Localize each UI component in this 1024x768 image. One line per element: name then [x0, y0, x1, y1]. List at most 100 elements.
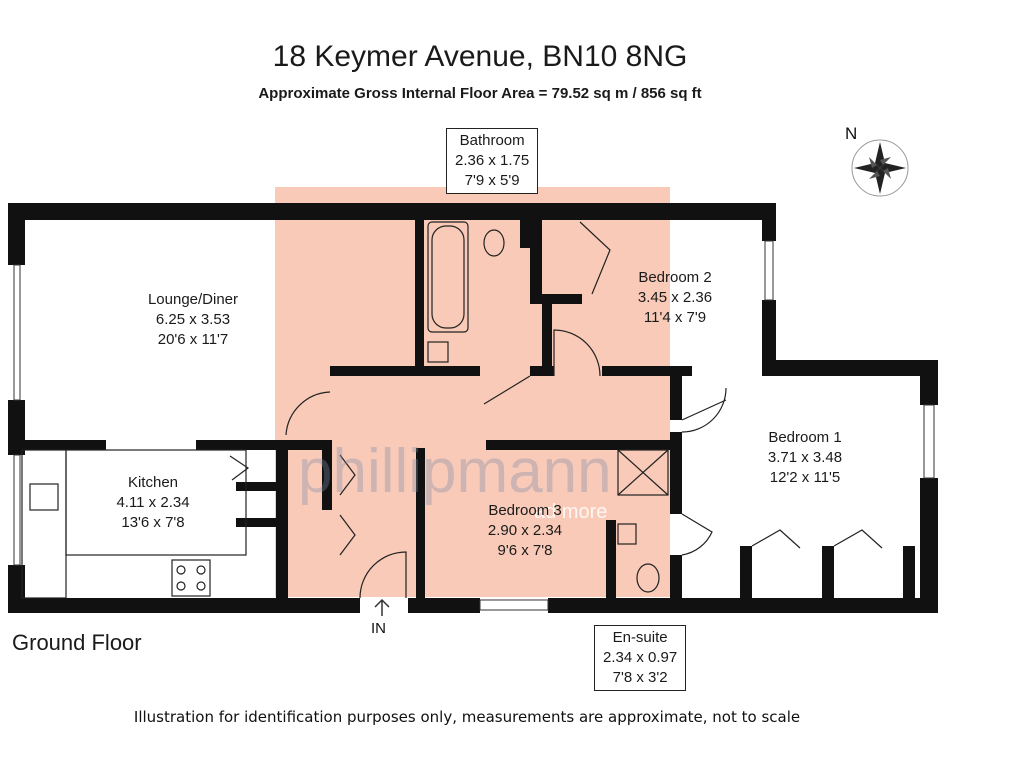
room-name: Kitchen: [127, 474, 179, 491]
kitchen-counter: [65, 449, 247, 556]
room-name: Lounge/Diner: [147, 291, 239, 308]
wall: [606, 520, 616, 605]
wall: [602, 366, 692, 376]
wall: [670, 555, 682, 605]
wall: [408, 598, 480, 613]
room-metric: 2.90 x 2.34: [487, 522, 563, 539]
wall: [530, 294, 582, 304]
watermark-suffix: ad more: [534, 501, 607, 523]
room-metric: 2.34 x 0.97: [603, 649, 678, 666]
wall: [486, 440, 670, 450]
plan-title: 18 Keymer Avenue, BN10 8NG: [272, 40, 688, 73]
wardrobe-door: [833, 529, 883, 549]
room-metric: 2.36 x 1.75: [455, 152, 530, 169]
wall: [762, 203, 776, 241]
wall: [762, 300, 776, 370]
room-label-bedroom2: Bedroom 2 3.45 x 2.36 11'4 x 7'9: [612, 268, 738, 328]
wall: [196, 440, 286, 450]
wall: [920, 360, 938, 405]
door-swing: [359, 551, 407, 599]
wall: [416, 448, 425, 606]
floor-area-subtitle: Approximate Gross Internal Floor Area = …: [258, 85, 702, 102]
wall: [530, 218, 542, 298]
wall: [330, 366, 480, 376]
floor-label: Ground Floor: [12, 630, 142, 655]
wall: [415, 218, 424, 370]
room-imperial: 20'6 x 11'7: [157, 331, 229, 348]
room-imperial: 13'6 x 7'8: [121, 514, 185, 531]
sink: [29, 483, 59, 511]
room-metric: 6.25 x 3.53: [155, 311, 231, 328]
watermark-brand: phillipmann: [298, 437, 612, 506]
wall: [762, 360, 938, 376]
window: [13, 454, 21, 566]
room-imperial: 7'9 x 5'9: [464, 172, 520, 189]
window: [923, 404, 935, 479]
wall: [322, 440, 332, 510]
room-metric: 3.71 x 3.48: [767, 449, 843, 466]
bath-inner: [431, 225, 465, 329]
wall: [8, 598, 360, 613]
toilet: [636, 563, 660, 593]
wall: [920, 478, 938, 613]
wall: [670, 432, 682, 514]
window: [13, 264, 21, 401]
wall: [236, 518, 280, 527]
entrance-label: IN: [371, 620, 386, 637]
wall: [8, 400, 25, 455]
wall: [22, 440, 106, 450]
room-name: Bedroom 3: [488, 502, 562, 519]
room-name: Bathroom: [459, 132, 525, 149]
door-swing: [285, 391, 331, 436]
room-label-lounge: Lounge/Diner 6.25 x 3.53 20'6 x 11'7: [128, 290, 258, 350]
watermark-overlay: [275, 187, 670, 597]
room-imperial: 11'4 x 7'9: [643, 309, 707, 326]
wall: [903, 546, 915, 604]
door-swing: [681, 513, 713, 556]
wardrobe-door: [579, 221, 611, 295]
room-name: Bedroom 2: [638, 269, 712, 286]
room-label-bedroom3: Bedroom 3 2.90 x 2.34 9'6 x 7'8: [462, 501, 588, 561]
entrance-arrow: [374, 598, 390, 616]
wardrobe-door: [339, 454, 356, 496]
door-swing: [681, 399, 727, 421]
wall: [236, 482, 280, 491]
door-swing: [681, 387, 727, 433]
wall: [548, 598, 938, 613]
door-swing: [553, 329, 601, 377]
wall: [542, 304, 552, 376]
room-label-bedroom1: Bedroom 1 3.71 x 3.48 12'2 x 11'5: [742, 428, 868, 488]
wall: [8, 203, 776, 220]
basin: [617, 523, 637, 545]
room-metric: 3.45 x 2.36: [637, 289, 713, 306]
room-name: Bedroom 1: [768, 429, 842, 446]
wall: [276, 440, 332, 450]
room-label-ensuite: En-suite 2.34 x 0.97 7'8 x 3'2: [594, 625, 687, 691]
window: [479, 599, 549, 611]
disclaimer-footnote: Illustration for identification purposes…: [133, 708, 801, 726]
bath: [427, 221, 469, 333]
wall: [670, 370, 682, 420]
wall: [8, 203, 25, 265]
hob: [171, 559, 211, 597]
window: [764, 240, 774, 301]
room-imperial: 7'8 x 3'2: [612, 669, 668, 686]
wardrobe-door: [339, 514, 356, 556]
room-label-kitchen: Kitchen 4.11 x 2.34 13'6 x 7'8: [90, 473, 216, 533]
room-label-bathroom: Bathroom 2.36 x 1.75 7'9 x 5'9: [446, 128, 539, 194]
room-name: En-suite: [612, 629, 668, 646]
wardrobe-door: [751, 529, 801, 549]
shower: [617, 449, 669, 496]
compass-icon: [851, 139, 909, 197]
room-imperial: 12'2 x 11'5: [769, 469, 841, 486]
room-imperial: 9'6 x 7'8: [497, 542, 553, 559]
wall: [740, 546, 752, 604]
wall: [822, 546, 834, 604]
basin: [427, 341, 449, 363]
room-metric: 4.11 x 2.34: [116, 494, 190, 511]
wall: [530, 366, 554, 376]
north-label: N: [845, 124, 858, 143]
door-swing: [483, 375, 531, 405]
toilet: [483, 229, 505, 257]
